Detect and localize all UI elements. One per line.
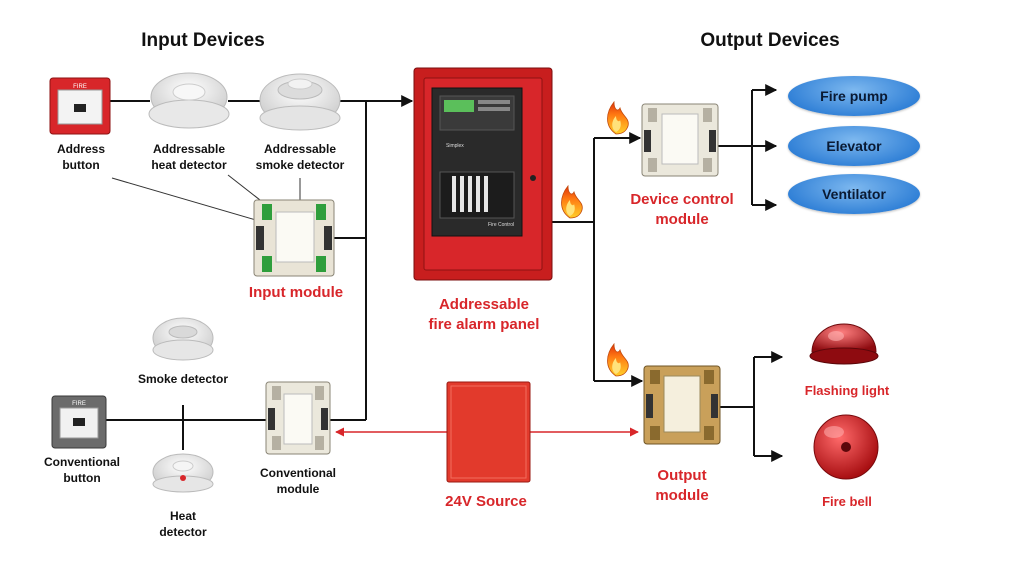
flame-icon	[607, 100, 629, 135]
conventional-module-device	[265, 381, 331, 455]
conventional-module-label: Conventional module	[259, 466, 337, 496]
panel-caption-text: Fire Control	[488, 222, 514, 228]
device-control-module-device	[641, 103, 719, 177]
input-devices-heading: Input Devices	[141, 30, 265, 51]
power-supply-24v-device	[446, 381, 531, 483]
conventional-button-fire-text: FIRE	[72, 401, 86, 407]
address-button-device: FIRE	[49, 77, 111, 135]
wire-input-bus	[106, 95, 414, 450]
flame-icon	[607, 342, 629, 377]
addressable-heat-detector-device	[148, 72, 230, 129]
input-module-label: Input module	[248, 284, 344, 301]
conventional-button-label: Conventional button	[43, 455, 121, 485]
address-button-fire-text: FIRE	[73, 84, 87, 90]
heat-detector-label: Heat detector	[159, 509, 207, 539]
elevator-node: Elevator	[788, 126, 920, 166]
fire-pump-node: Fire pump	[788, 76, 920, 116]
address-button-label: Address button	[56, 142, 106, 172]
output-devices-heading: Output Devices	[700, 30, 840, 51]
output-module-label: Output module	[655, 467, 709, 504]
power-source-24v-label: 24V Source	[445, 493, 527, 510]
smoke-detector-device	[152, 317, 214, 361]
fire-bell-device	[813, 414, 879, 480]
device-control-module-label: Device control module	[630, 191, 734, 228]
addressable-smoke-detector-device	[259, 73, 341, 131]
flashing-light-label: Flashing light	[804, 383, 890, 398]
panel-brand-text: Simplex	[446, 143, 464, 149]
ventilator-node: Ventilator	[788, 174, 920, 214]
input-module-device	[253, 199, 335, 277]
output-module-device	[643, 365, 721, 445]
fire-bell-label: Fire bell	[822, 494, 872, 509]
heat-detector-device	[152, 453, 214, 493]
fire-alarm-panel-device: Simplex Fire Control	[413, 67, 553, 281]
conventional-button-device: FIRE	[51, 395, 107, 449]
addressable-smoke-detector-label: Addressable smoke detector	[255, 142, 345, 172]
flashing-light-device	[809, 323, 879, 365]
smoke-detector-label: Smoke detector	[137, 372, 229, 386]
fire-alarm-panel-label: Addressable fire alarm panel	[428, 296, 540, 333]
addressable-heat-detector-label: Addressable heat detector	[151, 142, 227, 172]
wire-output-bus	[552, 84, 784, 462]
flame-icon	[561, 184, 583, 219]
